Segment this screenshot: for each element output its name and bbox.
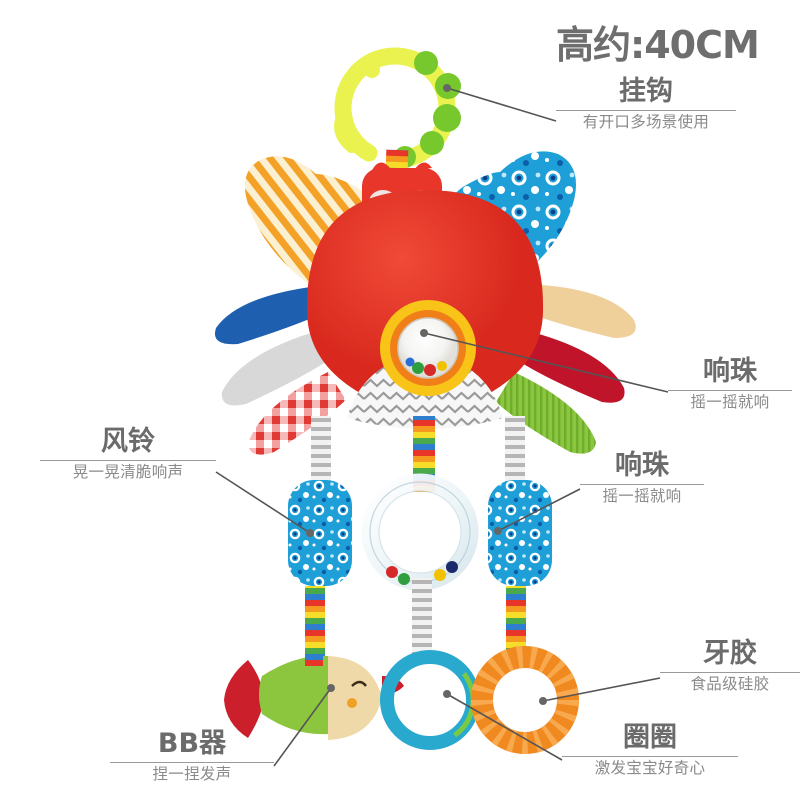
- rattle-cylinders: [288, 480, 552, 586]
- callout-teether: 牙胶食品级硅胶: [660, 638, 800, 694]
- callout-squeaker: BB器捏一捏发声: [110, 728, 274, 784]
- body-rattle-disc: [380, 300, 476, 396]
- page-title: 高约:40CM: [556, 23, 760, 67]
- callout-rule-rattle-bead-body: [668, 390, 792, 392]
- callout-subtitle-squeaker: 捏一捏发声: [152, 765, 232, 784]
- callout-caption-wind-chime: 风铃: [101, 426, 155, 457]
- callout-subtitle-rattle-bead-body: 摇一摇就响: [690, 393, 770, 412]
- callout-caption-rattle-bead-cylinder: 响珠: [615, 450, 669, 481]
- left-rattle-cylinder: [288, 480, 352, 586]
- curiosity-ring: [380, 650, 480, 750]
- callout-rule-rattle-bead-cylinder: [580, 484, 704, 486]
- silicone-teether-ring: [471, 646, 579, 754]
- callout-rule-ring: [562, 756, 738, 758]
- strap-left-zebra: [311, 416, 331, 490]
- strap-right-zebra: [505, 416, 525, 490]
- callout-subtitle-teether: 食品级硅胶: [690, 675, 770, 694]
- callout-rattle-bead-cylinder: 响珠摇一摇就响: [580, 450, 704, 506]
- strap-center-rainbow: [413, 416, 435, 492]
- callout-subtitle-wind-chime: 晃一晃清脆响声: [72, 463, 184, 482]
- callout-subtitle-rattle-bead-cylinder: 摇一摇就响: [602, 487, 682, 506]
- fish-body-green: [259, 655, 328, 735]
- right-rattle-cylinder: [488, 480, 552, 586]
- callout-caption-ring: 圈圈: [623, 722, 677, 753]
- fish-mouth: [347, 698, 357, 708]
- strap-lower-center: [412, 578, 432, 664]
- callout-rule-squeaker: [110, 762, 274, 764]
- callout-rule-teether: [660, 672, 800, 674]
- hanger-ring-graphic: [334, 47, 461, 171]
- callout-hook: 挂钩有开口多场景使用: [556, 76, 736, 132]
- leg-gingham: [248, 372, 346, 455]
- callout-caption-rattle-bead-body: 响珠: [703, 356, 757, 387]
- fish-strap: [305, 640, 323, 666]
- leg-gray: [221, 330, 332, 406]
- callout-wind-chime: 风铃晃一晃清脆响声: [40, 426, 216, 482]
- callout-subtitle-hook: 有开口多场景使用: [582, 113, 710, 132]
- leg-blue: [214, 286, 330, 345]
- dangler-straps-upper: [311, 416, 525, 492]
- clear-bead-ring: [361, 473, 479, 591]
- leg-tan: [520, 284, 636, 338]
- fish-body-tan: [328, 656, 382, 740]
- callout-rule-wind-chime: [40, 460, 216, 462]
- callout-caption-hook: 挂钩: [619, 76, 673, 107]
- fish-tail: [224, 660, 264, 738]
- dangler-straps-lower: [305, 578, 526, 664]
- callout-subtitle-ring: 激发宝宝好奇心: [594, 759, 706, 778]
- callout-ring: 圈圈激发宝宝好奇心: [562, 722, 738, 778]
- callout-rattle-bead-body: 响珠摇一摇就响: [668, 356, 792, 412]
- callout-caption-squeaker: BB器: [157, 728, 227, 759]
- fish-eye: [351, 680, 367, 687]
- callout-caption-teether: 牙胶: [703, 638, 757, 669]
- squeaker-fish: [224, 640, 404, 740]
- callout-rule-hook: [556, 110, 736, 112]
- strap-lower-right: [506, 586, 526, 660]
